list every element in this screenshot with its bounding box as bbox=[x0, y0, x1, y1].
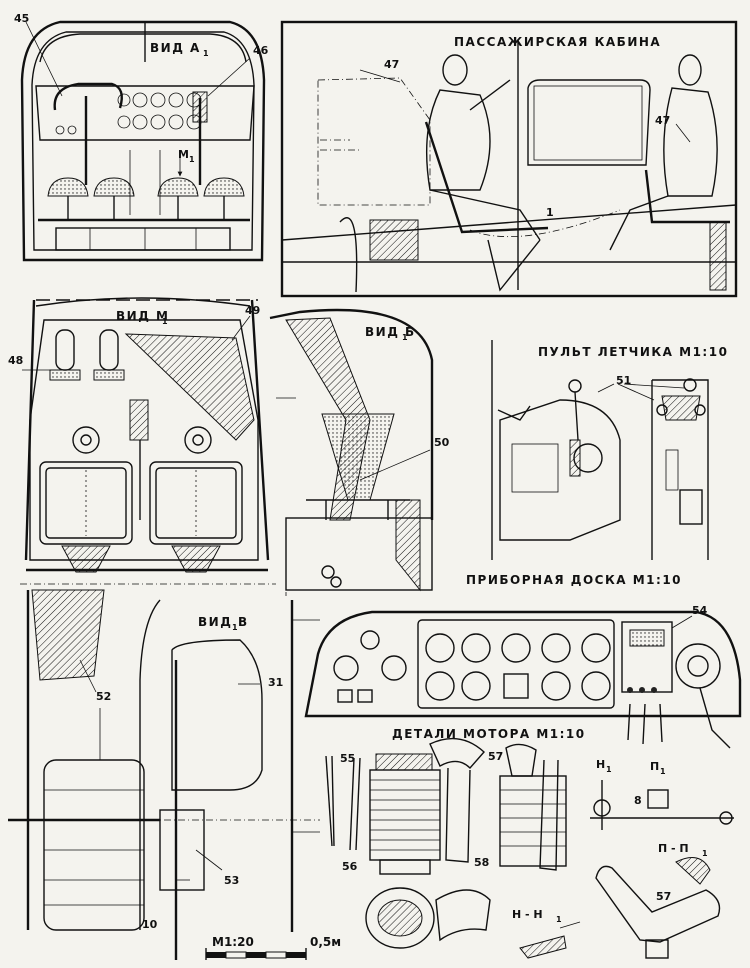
view-a-subscript: 1 bbox=[203, 49, 209, 58]
callout-57-lower: 57 bbox=[656, 890, 671, 903]
scale-bar bbox=[205, 948, 307, 960]
engine-details-drawing bbox=[325, 737, 734, 959]
view-v-subscript: 1 bbox=[232, 623, 238, 632]
pilot-console-title: ПУЛЬТ ЛЕТЧИКА М1:10 bbox=[538, 345, 728, 359]
passenger-cabin-drawing bbox=[280, 20, 738, 298]
callout-56: 56 bbox=[342, 860, 358, 873]
view-m-controls bbox=[49, 329, 255, 520]
engine-details-title: ДЕТАЛИ МОТОРА М1:10 bbox=[392, 727, 586, 741]
callout-1: 1 bbox=[546, 206, 554, 219]
callout-49: 49 bbox=[245, 304, 260, 317]
view-v-title: ВИД В bbox=[198, 615, 249, 629]
callout-p1: П bbox=[650, 760, 659, 773]
view-m-subscript: 1 bbox=[162, 317, 168, 326]
view-v-cushion bbox=[43, 759, 145, 931]
section-h1-h1-subscript: 1 bbox=[556, 915, 562, 924]
callout-8: 8 bbox=[634, 794, 642, 807]
callout-31: 31 bbox=[268, 676, 283, 689]
section-h1-h1: Н - Н bbox=[512, 908, 543, 921]
callout-10: 10 bbox=[142, 918, 158, 931]
callout-50: 50 bbox=[434, 436, 450, 449]
callout-55: 55 bbox=[340, 752, 355, 765]
callout-52: 52 bbox=[96, 690, 111, 703]
callout-47-left: 47 bbox=[384, 58, 399, 71]
view-b-title: ВИД Б bbox=[365, 325, 416, 339]
view-a-cockpit bbox=[20, 20, 266, 262]
callout-m1-subscript: 1 bbox=[189, 155, 195, 164]
view-b-subscript: 1 bbox=[402, 333, 408, 342]
section-p1-p1: П - П bbox=[658, 842, 689, 855]
callout-h1-subscript: 1 bbox=[606, 765, 612, 774]
callout-58: 58 bbox=[474, 856, 489, 869]
callout-45: 45 bbox=[14, 12, 29, 25]
engine-cylinder bbox=[369, 753, 441, 875]
instrument-panel-drawing bbox=[304, 610, 742, 749]
view-b-seat-frame bbox=[269, 308, 434, 596]
view-a-title: ВИД А bbox=[150, 41, 201, 55]
passenger-cabin-title: ПАССАЖИРСКАЯ КАБИНА bbox=[454, 35, 661, 49]
callout-h1: Н bbox=[596, 758, 605, 771]
callout-m1: М bbox=[178, 148, 189, 161]
callout-57-upper: 57 bbox=[488, 750, 503, 763]
scale-bar-label: М1:20 bbox=[212, 935, 254, 949]
view-a-gauges bbox=[55, 92, 202, 135]
view-m-cockpit bbox=[20, 297, 276, 585]
pilot-figure bbox=[425, 54, 541, 241]
callout-54: 54 bbox=[692, 604, 708, 617]
section-p1-p1-subscript: 1 bbox=[702, 849, 708, 858]
view-m-title: ВИД М bbox=[116, 309, 170, 323]
instrument-panel-gauges bbox=[333, 619, 721, 709]
pilot-console-drawing bbox=[491, 340, 709, 560]
callout-51: 51 bbox=[616, 374, 631, 387]
callout-46: 46 bbox=[253, 44, 269, 57]
passenger-figure bbox=[609, 54, 718, 251]
callout-48: 48 bbox=[8, 354, 23, 367]
callout-p1-subscript: 1 bbox=[660, 767, 666, 776]
callout-53: 53 bbox=[224, 874, 239, 887]
scale-bar-end-label: 0,5м bbox=[310, 935, 341, 949]
view-v-fuselage bbox=[8, 589, 320, 960]
instrument-panel-title: ПРИБОРНАЯ ДОСКА М1:10 bbox=[466, 573, 682, 587]
callout-47-right: 47 bbox=[655, 114, 670, 127]
